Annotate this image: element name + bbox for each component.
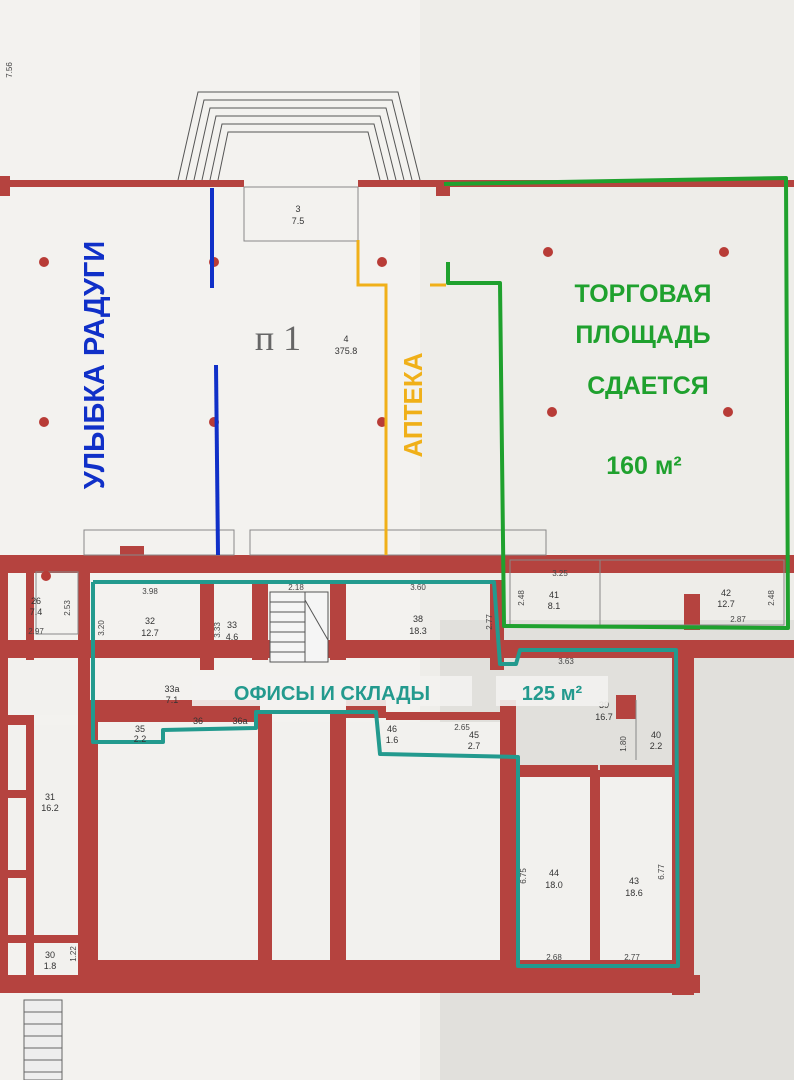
room-area: 8.1 — [548, 601, 561, 611]
column-marker — [41, 571, 51, 581]
room-area: 16.2 — [41, 803, 59, 813]
staircase-icon — [269, 591, 329, 663]
dimension: 3.60 — [410, 583, 426, 592]
offices-title: ОФИСЫ И СКЛАДЫ — [234, 683, 430, 705]
column-marker — [719, 247, 729, 257]
room-area: 2.2 — [134, 734, 147, 744]
room-number: 45 — [469, 730, 479, 740]
room-area: 12.7 — [717, 599, 735, 609]
room-number: 35 — [135, 724, 145, 734]
room-number: 32 — [145, 616, 155, 626]
dimension: 2.48 — [517, 590, 526, 606]
room-number: 36 — [193, 716, 203, 726]
room-number: 31 — [45, 792, 55, 802]
walls — [0, 176, 794, 995]
smile-partition — [210, 188, 220, 556]
hall-mark: п 1 — [255, 318, 301, 358]
column-marker — [723, 407, 733, 417]
room-area: 7.1 — [166, 695, 179, 705]
dimension: 6.75 — [519, 868, 528, 884]
room-number: 46 — [387, 724, 397, 734]
dimension: 1.22 — [69, 946, 78, 962]
dimension: 2.97 — [28, 627, 44, 636]
room-area: 2.2 — [650, 741, 663, 751]
dimension: 2.68 — [546, 953, 562, 962]
dimension: 1.80 — [619, 736, 628, 752]
dimension: 6.77 — [657, 864, 666, 880]
room-number: 33а — [164, 684, 179, 694]
room-area: 1.8 — [44, 961, 57, 971]
column-marker — [543, 247, 553, 257]
offices-area: 125 м² — [522, 683, 583, 705]
room-number: 42 — [721, 588, 731, 598]
column-marker — [547, 407, 557, 417]
retail-title-line3: СДАЕТСЯ — [587, 372, 709, 400]
dimension: 2.77 — [485, 614, 494, 630]
dimension: 2.87 — [730, 615, 746, 624]
dimension: 2.53 — [63, 600, 72, 616]
offices-area-outline — [91, 580, 680, 968]
room-area: 375.8 — [335, 346, 358, 356]
room-area: 2.7 — [468, 741, 481, 751]
retail-title-line2: ПЛОЩАДЬ — [575, 321, 710, 349]
offices-labels: ОФИСЫ И СКЛАДЫ 125 м² — [192, 676, 608, 706]
room-number: 38 — [413, 614, 423, 624]
room-area: 7.4 — [30, 607, 43, 617]
dimension: 3.63 — [558, 657, 574, 666]
room-number: 36а — [232, 716, 247, 726]
retail-labels: ТОРГОВАЯ ПЛОЩАДЬ СДАЕТСЯ 160 м² — [575, 280, 712, 480]
room-area: 1.6 — [386, 735, 399, 745]
interior-lines — [35, 186, 785, 760]
dimension: 3.25 — [552, 569, 568, 578]
dimension: 2.65 — [454, 723, 470, 732]
pharmacy-label: АПТЕКА — [398, 352, 428, 457]
dimension-labels: 3.98 2.18 3.60 2.97 3.25 2.87 3.63 2.65 … — [5, 62, 776, 962]
dimension: 3.98 — [142, 587, 158, 596]
room-number: 40 — [651, 730, 661, 740]
pharmacy-partition — [356, 240, 446, 555]
column-marker — [39, 257, 49, 267]
room-number: 30 — [45, 950, 55, 960]
room-number: 43 — [629, 876, 639, 886]
room-number: 26 — [31, 596, 41, 606]
column-marker — [39, 417, 49, 427]
dimension: 2.77 — [624, 953, 640, 962]
room-number: 44 — [549, 868, 559, 878]
room-number: 3 — [295, 204, 300, 214]
room-labels: 3 7.5 4 375.8 26 7.4 32 12.7 33 4.6 38 1… — [30, 204, 735, 971]
dimension: 3.33 — [213, 622, 222, 638]
retail-area: 160 м² — [606, 452, 681, 480]
dimension: 3.20 — [97, 620, 106, 636]
room-area: 18.3 — [409, 626, 427, 636]
dimension: 7.56 — [5, 62, 14, 78]
room-area: 4.6 — [226, 632, 239, 642]
room-area: 7.5 — [292, 216, 305, 226]
dimension: 2.48 — [767, 590, 776, 606]
room-area: 12.7 — [141, 628, 159, 638]
entrance-steps — [177, 91, 421, 181]
room-number: 33 — [227, 620, 237, 630]
lower-stair — [23, 999, 63, 1080]
dimension: 2.18 — [288, 583, 304, 592]
room-number: 41 — [549, 590, 559, 600]
column-marker — [377, 257, 387, 267]
retail-title-line1: ТОРГОВАЯ — [575, 280, 712, 308]
room-area: 18.0 — [545, 880, 563, 890]
room-area: 18.6 — [625, 888, 643, 898]
room-number: 4 — [343, 334, 348, 344]
retail-area-outline — [443, 176, 790, 630]
smile-label: УЛЫБКА РАДУГИ — [79, 241, 111, 489]
room-area: 16.7 — [595, 712, 613, 722]
rooms-fill — [8, 660, 672, 975]
